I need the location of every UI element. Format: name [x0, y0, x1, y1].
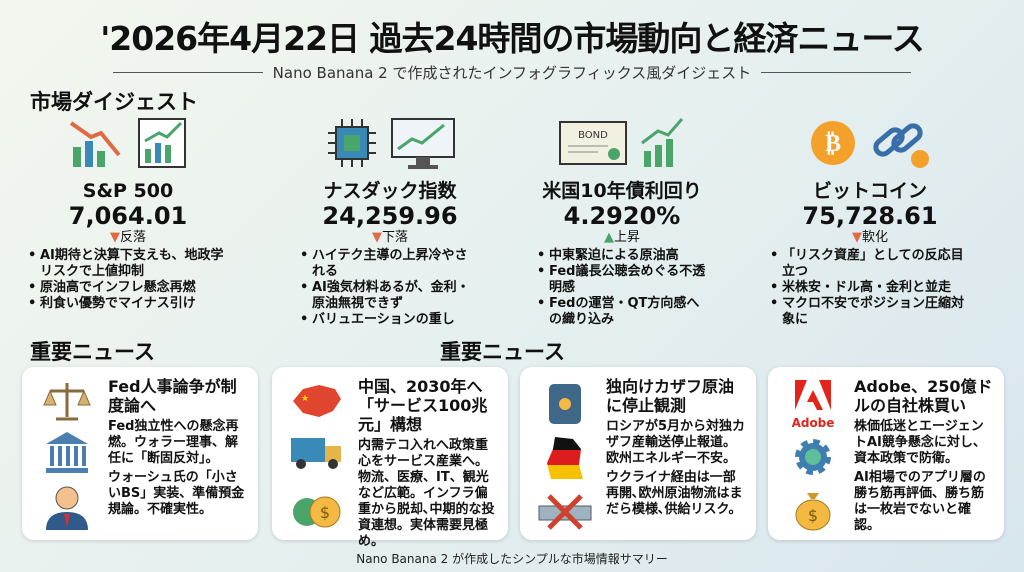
divider: [112, 72, 263, 73]
news-card: ★ $ 中国、2030年へ「サービス100兆元」構想内需テコ入れへ政策重心をサービ…: [272, 367, 508, 549]
news-text: Fed独立性への懸念再燃。ウォラー理事、解任に「断固反対」。: [108, 419, 239, 466]
change-label: 軟化: [861, 230, 888, 245]
monitor-chart-icon: [391, 118, 455, 169]
businessman-avatar-icon: [46, 486, 88, 531]
money-bags-icon: $: [293, 496, 341, 528]
news-heading: 重要ニュース: [30, 340, 155, 364]
market-name: ビットコイン: [812, 180, 927, 202]
footer-caption: Nano Banana 2 が作成したシンプルな市場情報サマリー: [356, 552, 668, 566]
chart-down-icon: [69, 121, 121, 167]
up-triangle-icon: ▲: [603, 230, 614, 245]
market-name: ナスダック指数: [323, 180, 457, 202]
news-text: ウォーシュ氏の「小さいBS」実装、準備預金規論。不確実性。: [108, 470, 245, 517]
gear-icon: [795, 439, 831, 476]
adobe-logo: Adobe: [791, 378, 835, 430]
news-card: 独向けカザフ原油に停止観測ロシアが5月から対独カザフ産輸送停止報道。欧州エネルギ…: [520, 367, 756, 540]
market-value: 75,728.61: [802, 202, 938, 230]
news-title: Adobe、250億ドルの自社株買い: [854, 377, 993, 415]
subtitle: Nano Banana 2 で作成されたインフォグラフィックス風ダイジェスト: [0, 62, 1024, 83]
market-value: 24,259.96: [322, 202, 458, 230]
news-text: 株価低迷とエージェントAI競争懸念に対し、資本政策で防衛。: [854, 419, 986, 466]
market-change: ▼軟化: [750, 230, 990, 246]
news-text: ウクライナ経由は一部再開､欧州原油物流はまだら模様､供給リスク。: [606, 470, 743, 517]
chart-up-icon: [138, 118, 186, 168]
china-map-icon: ★: [293, 384, 341, 417]
news-text: AI相場でのアプリ層の勝ち筋再評価、勝ち筋は一枚岩でないと確認。: [854, 470, 986, 533]
news-title: 独向けカザフ原油に停止観測: [606, 377, 735, 415]
bullet: 利食い優勢でマイナス引け: [28, 296, 228, 312]
bullet: 米株安・ドル高・金利と並走: [770, 280, 970, 296]
svg-text:BOND: BOND: [578, 130, 608, 141]
bullet: 原油高でインフレ懸念再燃: [28, 280, 228, 296]
page-title: '2026年4月22日 過去24時間の市場動向と経済ニュース: [100, 19, 925, 58]
svg-text:₿: ₿: [825, 129, 841, 157]
news-title: 中国、2030年へ「サービス100兆元」構想: [358, 377, 488, 434]
adobe-logo-text: Adobe: [791, 415, 835, 430]
news-heading: 重要ニュース: [440, 340, 565, 364]
bullet: AI期待と決算下支えも、地政学リスクで上値抑制: [28, 248, 228, 280]
chart-up-icon: [641, 118, 684, 167]
bullet: AI強気材料あるが、金利・原油無視できず: [300, 280, 480, 312]
bond-certificate-icon: BOND: [559, 121, 627, 165]
down-triangle-icon: ▼: [109, 230, 120, 245]
market-name: 米国10年債利回り: [542, 180, 702, 202]
news-text: 内需テコ入れへ政策重心をサービス産業へ。物流、医療、IT、観光など広範。インフラ…: [358, 438, 495, 549]
chain-link-icon: [873, 123, 929, 168]
delivery-truck-icon: [291, 438, 341, 470]
news-text: ロシアが5月から対独カザフ産輸送停止報道。欧州エネルギー不安。: [606, 419, 746, 466]
market-value: 7,064.01: [68, 202, 188, 230]
market-bitcoin: ₿ ビットコイン 75,728.61 ▼軟化 「リスク資産」としての反応目立つ米…: [750, 112, 990, 328]
market-value: 4.2920%: [563, 202, 681, 230]
market-change: ▲上昇: [502, 230, 742, 246]
germany-flag-map-icon: [547, 436, 583, 479]
bitcoin-icon: ₿: [811, 121, 855, 165]
news-card: Adobe $ Adobe、250億ドルの自社株買い株価低迷とエージェントAI競争…: [768, 367, 1004, 540]
digest-heading: 市場ダイジェスト: [30, 90, 198, 114]
bullet: バリュエーションの重し: [300, 312, 480, 328]
change-label: 上昇: [613, 230, 640, 245]
down-triangle-icon: ▼: [851, 230, 862, 245]
svg-text:★: ★: [301, 394, 309, 404]
blocked-pipeline-icon: [538, 493, 592, 530]
news-title: Fed人事論争が制度論へ: [108, 377, 237, 415]
money-bag-icon: $: [795, 493, 831, 531]
subtitle-text: Nano Banana 2 で作成されたインフォグラフィックス風ダイジェスト: [272, 64, 752, 82]
bullet: マクロ不安でポジション圧縮対象に: [770, 296, 970, 328]
scales-icon: [43, 382, 91, 421]
down-triangle-icon: ▼: [371, 230, 382, 245]
chip-icon: [328, 119, 376, 167]
market-nasdaq: ナスダック指数 24,259.96 ▼下落 ハイテク主導の上昇冷やされるAI強気…: [270, 112, 510, 328]
bullet: ハイテク主導の上昇冷やされる: [300, 248, 480, 280]
market-sp500: S&P 500 7,064.01 ▼反落 AI期待と決算下支えも、地政学リスクで…: [8, 112, 248, 312]
bullet: Fedの運営・QT方向感への織り込み: [537, 296, 707, 328]
oil-barrel-icon: [549, 383, 581, 424]
svg-text:$: $: [808, 506, 818, 525]
market-name: S&P 500: [82, 180, 174, 202]
divider: [761, 72, 912, 73]
market-change: ▼反落: [8, 230, 248, 246]
bank-building-icon: [46, 432, 88, 474]
svg-text:$: $: [320, 503, 330, 522]
bullet: Fed議長公聴会めぐる不透明感: [537, 264, 707, 296]
change-label: 反落: [119, 230, 146, 245]
market-us10y: BOND 米国10年債利回り 4.2920% ▲上昇 中東緊迫による原油高Fed…: [502, 112, 742, 328]
bullet: 「リスク資産」としての反応目立つ: [770, 248, 970, 280]
market-change: ▼下落: [270, 230, 510, 246]
bullet: 中東緊迫による原油高: [537, 248, 707, 264]
change-label: 下落: [381, 230, 408, 245]
news-card: Fed人事論争が制度論へ Fed独立性への懸念再燃。ウォラー理事、解任に「断固反対…: [22, 367, 258, 540]
